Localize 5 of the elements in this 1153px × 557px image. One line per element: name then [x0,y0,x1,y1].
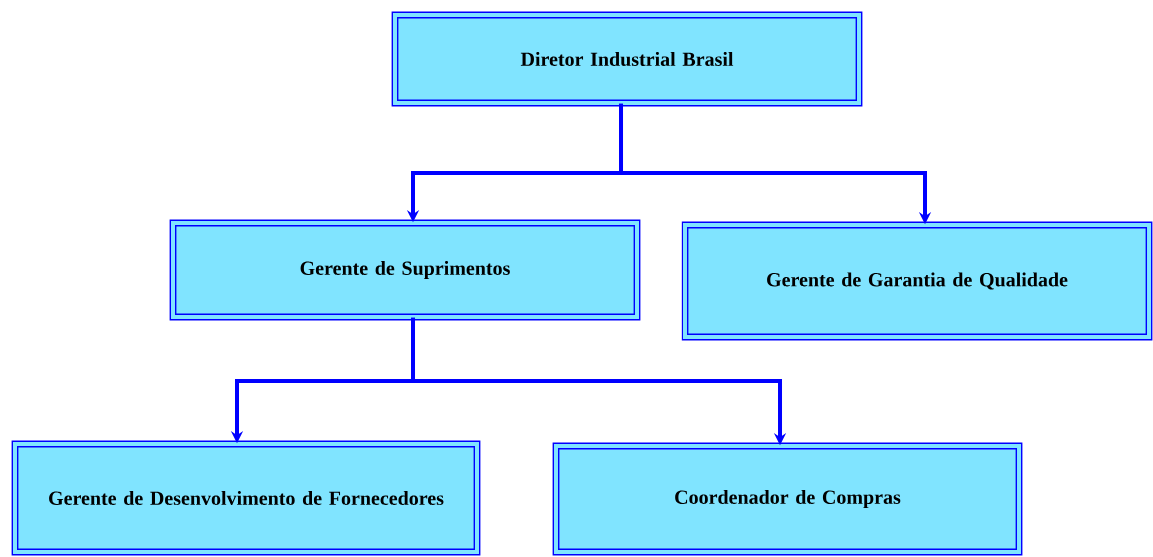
org-box: Gerente de Suprimentos [169,219,641,321]
org-box: Gerente de Garantia de Qualidade [681,221,1153,341]
org-box: Gerente de Desenvolvimento de Fornecedores [11,440,481,556]
org-box: Coordenador de Compras [552,442,1023,556]
org-box: Diretor Industrial Brasil [391,11,863,107]
